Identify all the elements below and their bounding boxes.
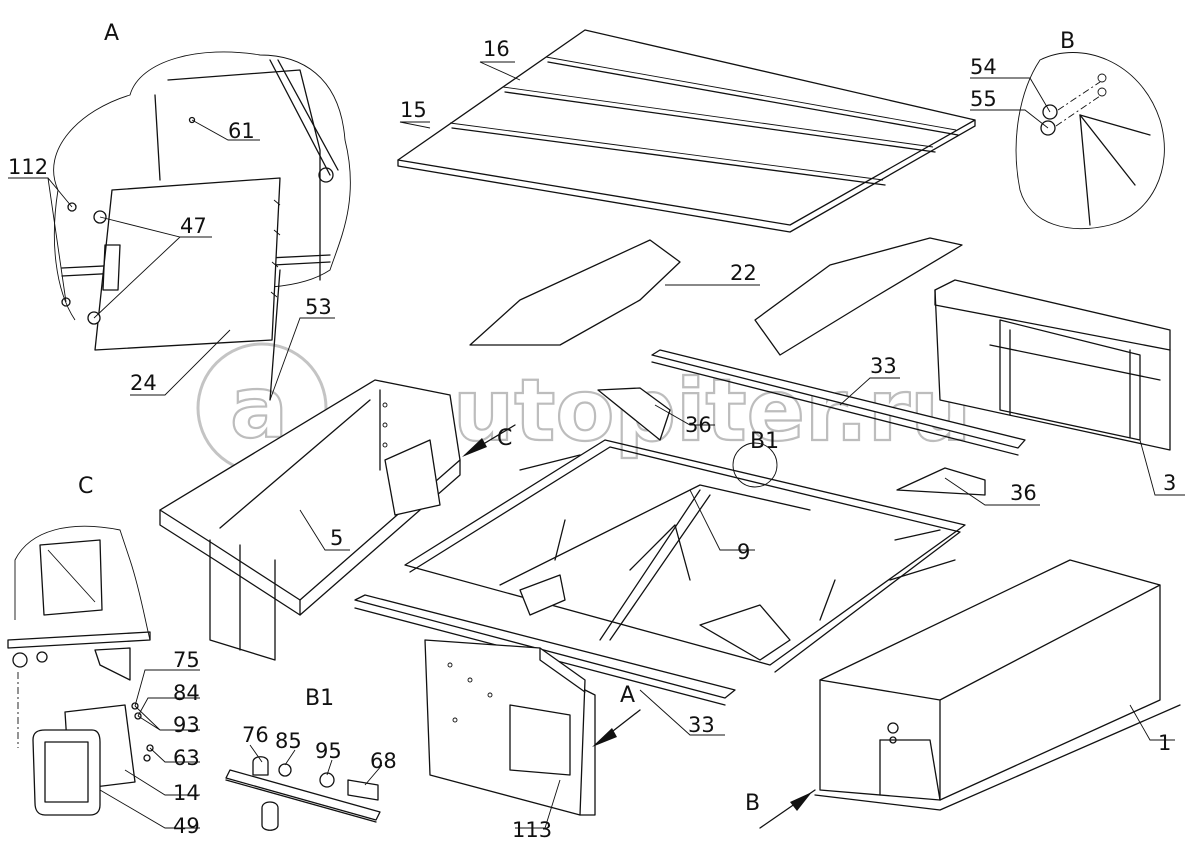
callout-53: 53 (305, 295, 332, 319)
arrow-label-c: C (497, 426, 512, 451)
callout-75: 75 (173, 648, 200, 672)
callout-14: 14 (173, 781, 200, 805)
callout-55: 55 (970, 87, 997, 111)
central-frame-9 (404, 439, 966, 673)
base-box-1 (814, 559, 1181, 811)
nut-76 (252, 756, 269, 776)
pin-68 (347, 779, 379, 801)
callout-3: 3 (1163, 471, 1176, 495)
left-frame-5 (159, 379, 461, 661)
washer-55 (1040, 120, 1056, 136)
detail-c (7, 525, 154, 816)
rod-53 (269, 269, 281, 401)
arrow-label-a: A (620, 683, 635, 708)
back-wall-3 (934, 279, 1171, 451)
gussets-36 (597, 387, 986, 496)
callout-68: 68 (370, 749, 397, 773)
view-arrows (462, 424, 816, 829)
callout-33-upper: 33 (870, 354, 897, 378)
arrow-c-head (462, 438, 487, 457)
callout-33-lower: 33 (688, 713, 715, 737)
detail-b1 (225, 756, 381, 831)
callout-54: 54 (970, 55, 997, 79)
arrow-a-head (592, 728, 617, 747)
side-panels-22 (469, 237, 963, 356)
callout-47: 47 (180, 214, 207, 238)
callout-85: 85 (275, 729, 302, 753)
callout-113: 113 (512, 818, 552, 841)
fastener-112-upper (67, 202, 77, 212)
callout-5: 5 (330, 526, 343, 550)
detail-b (1015, 52, 1165, 230)
arrow-b-head (790, 792, 812, 811)
callout-36-right: 36 (1010, 481, 1037, 505)
callout-group: 61 112 47 53 24 16 15 22 54 55 33 36 36 … (8, 37, 1176, 841)
callout-9: 9 (737, 540, 750, 564)
washer-95 (319, 772, 335, 788)
view-label-b: B (1060, 29, 1075, 54)
frame-49 (32, 729, 101, 816)
washer-54 (1042, 104, 1058, 120)
callout-49: 49 (173, 814, 200, 838)
leader-lines (8, 61, 1185, 829)
callout-36-left: 36 (685, 413, 712, 437)
arrow-label-b1: B1 (750, 429, 779, 454)
callout-15: 15 (400, 98, 427, 122)
arrow-label-b: B (745, 791, 760, 816)
callout-24: 24 (130, 371, 157, 395)
fastener-112-lower (61, 297, 71, 307)
callout-61: 61 (228, 119, 255, 143)
callout-1: 1 (1158, 731, 1171, 755)
view-label-group: A B C B1 C B1 A B (78, 21, 1075, 816)
callout-76: 76 (242, 723, 269, 747)
washer-85 (278, 763, 292, 777)
bar-33-upper (651, 349, 1026, 456)
callout-93: 93 (173, 713, 200, 737)
view-label-b1: B1 (305, 686, 334, 711)
view-label-a: A (104, 21, 119, 46)
callout-22: 22 (730, 261, 757, 285)
detail-b1-marker (732, 442, 778, 488)
callout-95: 95 (315, 739, 342, 763)
detail-a (53, 51, 351, 401)
door-panel-24 (94, 177, 281, 351)
callout-84: 84 (173, 681, 200, 705)
panel-113 (424, 639, 596, 816)
view-label-c: C (78, 474, 93, 499)
top-cover-15-16 (397, 29, 976, 233)
callout-63: 63 (173, 746, 200, 770)
callout-16: 16 (483, 37, 510, 61)
callout-112: 112 (8, 155, 48, 179)
